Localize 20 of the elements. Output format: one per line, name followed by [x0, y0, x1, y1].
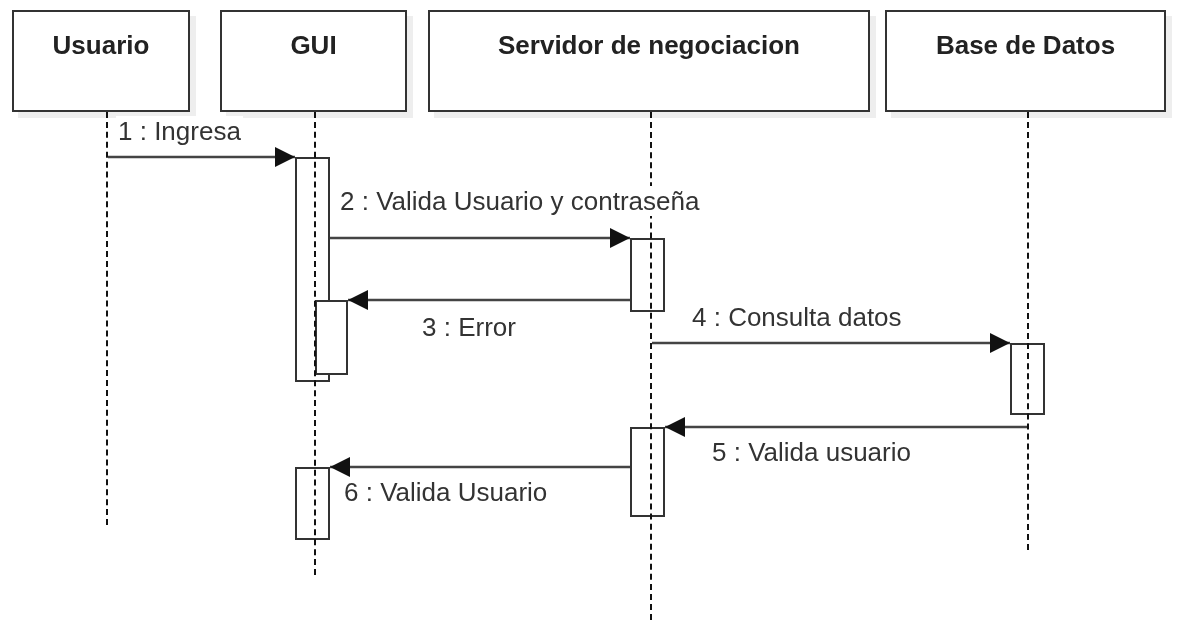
activation-bar — [630, 238, 665, 312]
activation-bar — [295, 467, 330, 540]
message-arrow — [665, 417, 1027, 437]
edge-label: 1 : Ingresa — [116, 116, 243, 146]
participant-name: Usuario — [52, 30, 150, 61]
participant-name: GUI — [290, 30, 337, 61]
lifeline — [1027, 112, 1029, 550]
participant-name: Servidor de negociacion — [498, 30, 800, 61]
message-arrow — [348, 290, 630, 310]
lifeline — [314, 112, 316, 575]
message-arrow — [330, 228, 630, 248]
message-arrow — [330, 457, 630, 477]
activation-bar — [1010, 343, 1045, 415]
activation-bar — [630, 427, 665, 517]
message-arrow — [652, 333, 1010, 353]
activation-bar — [315, 300, 348, 375]
message-arrow — [108, 147, 295, 167]
lifeline — [106, 112, 108, 525]
participant-name: Base de Datos — [935, 30, 1116, 61]
edge-label: 2 : Valida Usuario y contraseña — [338, 186, 702, 216]
